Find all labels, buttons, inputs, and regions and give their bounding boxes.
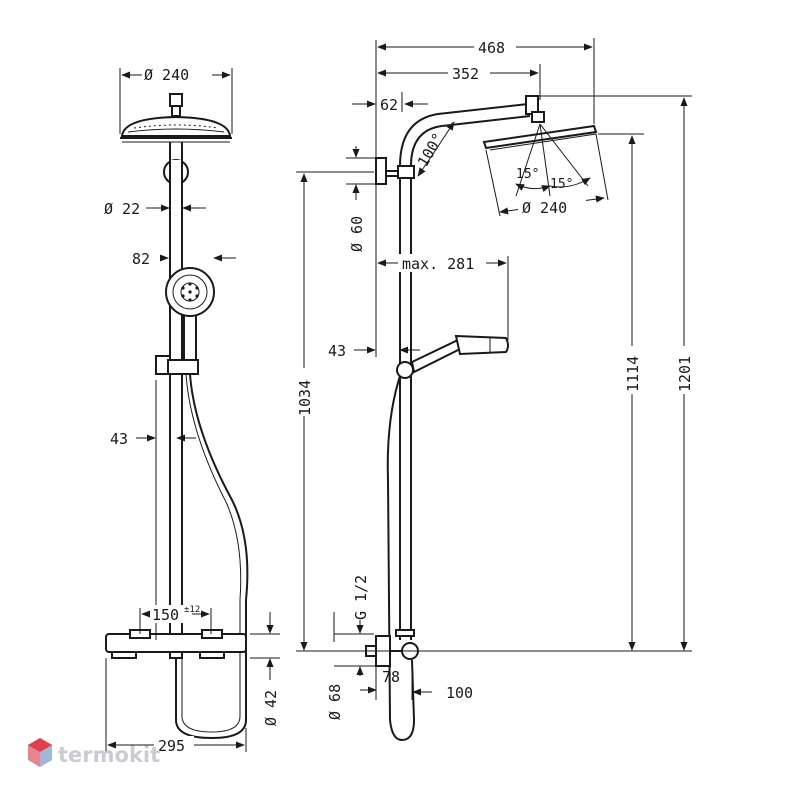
- front-riser-pipe: [163, 142, 189, 636]
- front-head-diameter-label: Ø 240: [144, 66, 189, 84]
- side-hand-shower: [396, 334, 509, 379]
- side-overall-reach-label: 468: [478, 39, 505, 57]
- side-head-diameter-label: Ø 240: [522, 199, 567, 217]
- side-hand-reach-label: max. 281: [402, 255, 474, 273]
- side-body-diameter-label: Ø 68: [326, 684, 344, 720]
- front-inlet-spacing-label: 150: [152, 606, 179, 624]
- front-total-width-label: 295: [158, 737, 185, 755]
- termokit-logo-icon: [28, 738, 52, 767]
- side-total-height-label: 1201: [676, 356, 694, 392]
- side-bracket-diameter-label: Ø 60: [348, 216, 366, 252]
- side-wall-bracket: [375, 157, 415, 185]
- side-view: 468 352 62 100° 15° 15° Ø 240 Ø 60 max. …: [296, 38, 694, 742]
- side-arm-reach-label: 352: [452, 65, 479, 83]
- side-body-depth-label: 78: [382, 668, 400, 686]
- watermark-text: termokit: [58, 743, 160, 767]
- front-body-diameter-label: Ø 42: [262, 690, 280, 726]
- front-hand-shower-label: 82: [132, 250, 150, 268]
- watermark: termokit: [28, 738, 160, 767]
- side-hose: [386, 375, 416, 742]
- front-holder-offset-label: 43: [110, 430, 128, 448]
- front-view: Ø 240 Ø 22 82 43 150 ±12 Ø 42 295: [104, 65, 280, 755]
- front-hose: [175, 373, 249, 740]
- front-pipe-diameter-label: Ø 22: [104, 200, 140, 218]
- side-bracket-height-label: 1034: [296, 380, 314, 416]
- side-arm-angle-label: 100°: [414, 130, 448, 170]
- side-hand-offset-label: 43: [328, 342, 346, 360]
- side-connection-depth-label: 100: [446, 684, 473, 702]
- side-tilt-right-label: 15°: [550, 177, 573, 192]
- side-dimensions: [296, 38, 692, 700]
- side-head-height-label: 1114: [624, 356, 642, 392]
- front-inlet-tolerance-label: ±12: [184, 605, 200, 615]
- side-thermostat: [365, 629, 419, 667]
- front-thermostat: [105, 629, 247, 664]
- side-tilt-left-label: 15°: [516, 167, 539, 182]
- front-hand-shower: [155, 267, 215, 375]
- front-overhead-shower: [120, 93, 232, 143]
- side-connection-label: G 1/2: [352, 575, 370, 620]
- side-wall-offset-label: 62: [380, 96, 398, 114]
